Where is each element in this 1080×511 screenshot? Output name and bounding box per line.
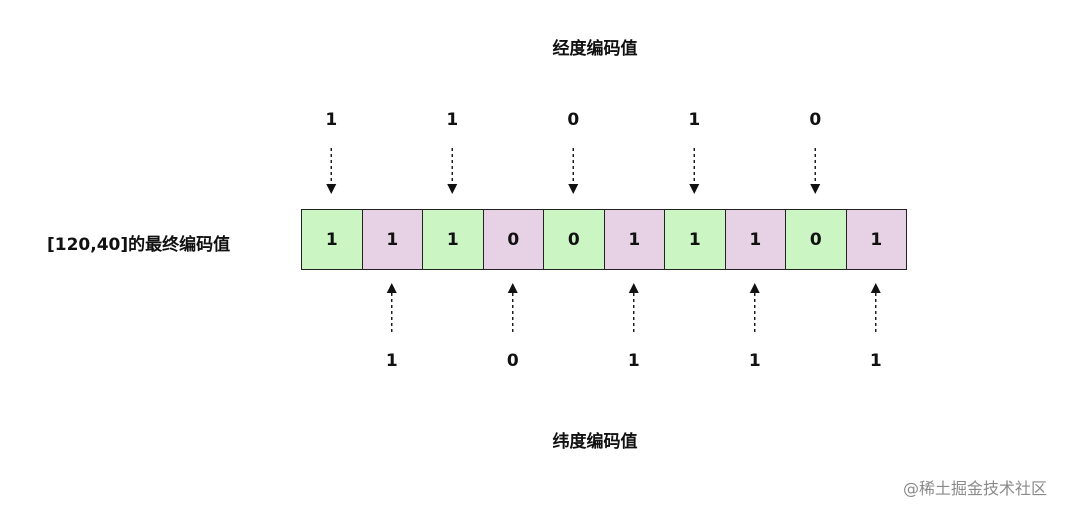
latitude-bit: 1 <box>627 351 640 371</box>
latitude-arrow <box>628 283 639 332</box>
code-cell: 1 <box>302 210 363 270</box>
latitude-bit: 1 <box>385 351 398 371</box>
watermark: @稀土掘金技术社区 <box>903 479 1048 498</box>
latitude-bit: 0 <box>506 351 519 371</box>
longitude-arrow <box>810 148 821 194</box>
latitude-arrow <box>507 283 518 332</box>
longitude-bit: 0 <box>567 110 580 130</box>
latitude-title: 纬度编码值 <box>552 432 638 452</box>
longitude-arrow <box>689 148 700 194</box>
longitude-arrow <box>326 148 337 194</box>
code-cell: 1 <box>604 210 665 270</box>
code-cell: 0 <box>483 210 544 270</box>
code-cell: 0 <box>544 210 605 270</box>
latitude-bit: 1 <box>748 351 761 371</box>
code-cell: 1 <box>846 210 907 270</box>
code-cell: 1 <box>362 210 423 270</box>
longitude-title: 经度编码值 <box>552 39 638 59</box>
code-cell: 1 <box>665 210 726 270</box>
longitude-bit: 1 <box>325 110 338 130</box>
longitude-bit: 1 <box>688 110 701 130</box>
longitude-arrow <box>568 148 579 194</box>
latitude-bit: 1 <box>869 351 882 371</box>
longitude-bit: 1 <box>446 110 459 130</box>
latitude-arrow <box>386 283 397 332</box>
latitude-arrow <box>870 283 881 332</box>
code-cell: 1 <box>423 210 484 270</box>
latitude-arrow <box>749 283 760 332</box>
final-code-label: [120,40]的最终编码值 <box>47 235 231 255</box>
longitude-arrow <box>447 148 458 194</box>
code-cell: 1 <box>725 210 786 270</box>
longitude-bit: 0 <box>809 110 822 130</box>
code-cell: 0 <box>786 210 847 270</box>
